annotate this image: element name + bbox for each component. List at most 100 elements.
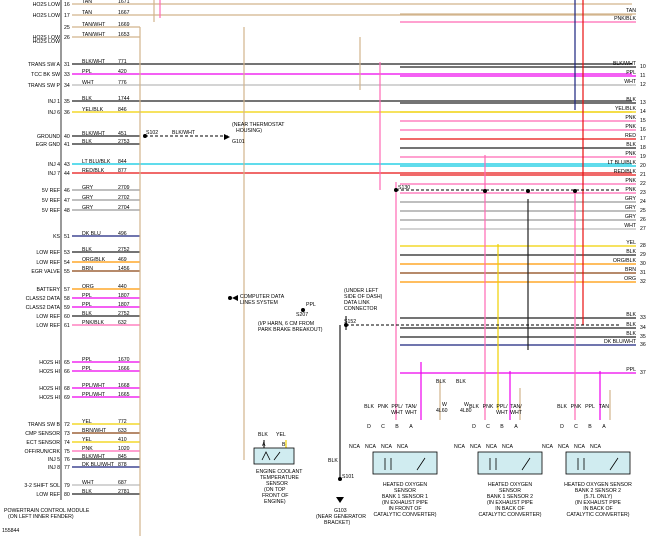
circuit-number: 776: [118, 80, 127, 86]
heater-element-icon: [577, 457, 619, 471]
circuit-number: 1653: [118, 32, 130, 38]
wire-color-label: LT BLU/BLK: [608, 160, 637, 166]
pcm-pin-number: 72: [64, 422, 70, 428]
sensor-pin-label: A: [409, 424, 413, 430]
sensor-title: HEATED OXYGEN SENSOR: [564, 482, 632, 488]
pcm-pin-function: INJ 7: [48, 171, 60, 177]
pcm-pin-number: 73: [64, 431, 70, 437]
sensor-pin-label: D: [560, 424, 564, 430]
oxygen-sensor: BLKDNCAPNKCNCAPPL/WHTBNCATAN/WHTANCAHEAT…: [454, 404, 543, 518]
splice-s207: [301, 308, 305, 312]
pcm-pin-function: HO2S HI: [39, 360, 60, 366]
oxygen-sensors: BLKDNCAPNKCNCAPPL/WHTBNCATAN/WHTANCAHEAT…: [349, 404, 632, 518]
pcm-location: (ON LEFT INNER FENDER): [8, 514, 74, 520]
sensor-title: SENSOR: [499, 488, 521, 494]
wire-color-label: WHT: [82, 480, 95, 486]
pcm-pin-function: 5V REF: [42, 198, 60, 204]
sensor-body: [565, 451, 631, 475]
circuit-number: 2752: [118, 247, 130, 253]
connector-pin-number: 32: [640, 279, 646, 285]
pcm-pin-function: HO2S LOW: [33, 39, 60, 45]
pcm-pin-number: 74: [64, 440, 70, 446]
wire-color-label: PPL: [82, 366, 92, 372]
pcm-pin-function: CLASS2 DATA: [26, 305, 61, 311]
circuit-number: 2702: [118, 195, 130, 201]
computer-data-note: COMPUTER DATA: [240, 294, 285, 300]
pcm-pin-number: 35: [64, 99, 70, 105]
connector-pin-number: 31: [640, 270, 646, 276]
pcm-pin-number: 76: [64, 457, 70, 463]
pcm-pin-function: EGR VALVE: [31, 269, 60, 275]
wire-color-label: PPL: [82, 357, 92, 363]
nca-label: NCA: [454, 444, 465, 450]
harness-note: (I/P HARN, 6 CM FROM: [258, 321, 314, 327]
sensor-title: BANK 1 SENSOR 1: [382, 494, 428, 500]
connector-pin-number: 20: [640, 163, 646, 169]
vertical-buses: [139, 0, 611, 536]
wire-color-label: YEL/BLK: [82, 107, 104, 113]
wire-color-label: PNK: [625, 187, 636, 193]
connector-pin-number: 21: [640, 172, 646, 178]
pcm-pin-function: INJ 8: [48, 465, 60, 471]
sensor-pin-label: A: [602, 424, 606, 430]
wire-color-label: TAN/WHT: [82, 32, 106, 38]
wire-color-label: GRY: [625, 205, 637, 211]
pcm-pin-number: 79: [64, 483, 70, 489]
wire-color-label: BLK: [626, 312, 636, 318]
circuit-number: 772: [118, 419, 127, 425]
dlc-note: CONNECTOR: [344, 306, 378, 312]
g103-note: BRACKET): [324, 520, 351, 526]
pcm-pin-function: ECT SENSOR: [26, 440, 60, 446]
circuit-number: 496: [118, 231, 127, 237]
pcm-title: POWERTRAIN CONTROL MODULE: [4, 508, 90, 514]
pcm-pin-number: 33: [64, 72, 70, 78]
nca-label: NCA: [397, 444, 408, 450]
dlc-note: DATA LINK: [344, 300, 370, 306]
wire-color-label: WHT: [82, 80, 95, 86]
circuit-number: 844: [118, 159, 127, 165]
wire-color-label: ORG/BLK: [613, 258, 637, 264]
ect-wire-label: BLK: [258, 432, 268, 438]
wire-color-label: PPL: [82, 69, 92, 75]
circuit-number: 440: [118, 284, 127, 290]
oxygen-sensor: BLKDNCAPNKCNCAPPL/WHTBNCATAN/WHTANCAHEAT…: [349, 404, 438, 518]
wire-color-label: PPL: [626, 367, 636, 373]
harness-note: PARK BRAKE BREAKOUT): [258, 327, 323, 333]
wire-color-label: PPL/WHT: [82, 392, 106, 398]
wire-color-label: BLK/WHT: [82, 131, 106, 137]
sensor-pin-label: B: [395, 424, 399, 430]
ect-wire-label: YEL: [276, 432, 286, 438]
nca-label: NCA: [349, 444, 360, 450]
ect-title: ENGINE COOLANT: [256, 469, 303, 475]
wire-color-label: BLK: [626, 97, 636, 103]
sensor-title: SENSOR: [394, 488, 416, 494]
pcm-pin-number: 65: [64, 360, 70, 366]
sensor-title: IN BACK OF: [583, 506, 612, 512]
ect-title: SENSOR: [266, 481, 288, 487]
wire-color-label: BLK: [82, 489, 92, 495]
wire-color-label: DK BLU: [82, 231, 101, 237]
connector-pin-number: 19: [640, 154, 646, 160]
dlc-wire-color: PPL: [306, 302, 316, 308]
splice-s101: [338, 477, 342, 481]
pcm-pin-function: TRANS SW B: [28, 422, 61, 428]
pcm-pin-number: 46: [64, 188, 70, 194]
circuit-number: 1669: [118, 22, 130, 28]
circuit-number: 410: [118, 437, 127, 443]
pcm-pin-number: 66: [64, 369, 70, 375]
circuit-number: 1744: [118, 96, 130, 102]
wire-color-label: PNK: [625, 178, 636, 184]
pcm-pin-number: 69: [64, 395, 70, 401]
circuit-number: 1668: [118, 383, 130, 389]
pcm-pin-function: HO2S HI: [39, 386, 60, 392]
wire-color-label: ORG/BLK: [82, 257, 106, 263]
pcm-pin-number: 55: [64, 269, 70, 275]
ect-location: ENGINE): [264, 499, 286, 505]
wire-color-label: BLK: [626, 331, 636, 337]
dlc-note: (UNDER LEFT: [344, 288, 379, 294]
connector-pin-number: 12: [640, 82, 646, 88]
connector-pin-number: 10: [640, 64, 646, 70]
sensor-pin-label: B: [500, 424, 504, 430]
thermistor-icon: [261, 451, 281, 461]
